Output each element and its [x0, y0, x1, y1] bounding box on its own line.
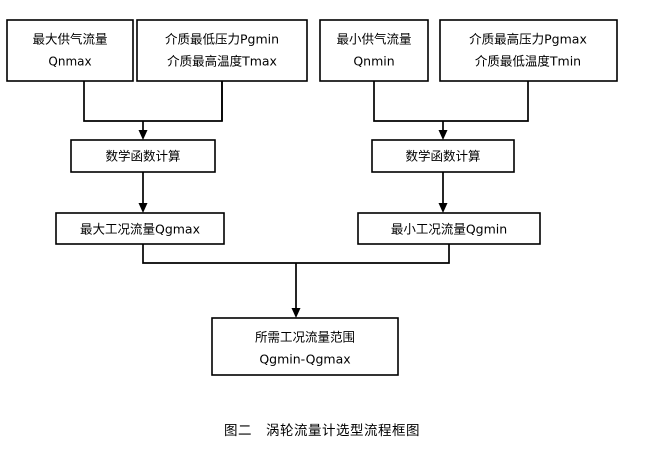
- node-result-min-box: [357, 212, 541, 245]
- node-calc-left[interactable]: 数学函数计算: [70, 139, 216, 173]
- connector-results-merge: [142, 244, 450, 264]
- node-input-min-flow-box: [319, 19, 429, 82]
- figure-caption: 图二 涡轮流量计选型流程框图: [224, 423, 420, 439]
- node-result-max-label: 最大工况流量Qgmax: [80, 222, 200, 237]
- node-input-max-condition[interactable]: 介质最低压力Pgmin 介质最高温度Tmax: [136, 19, 308, 82]
- arrowhead-right-calc: [438, 130, 448, 140]
- node-calc-right[interactable]: 数学函数计算: [371, 139, 515, 173]
- arrowhead-left-result: [138, 203, 148, 213]
- node-result-range-line2: Qgmin-Qgmax: [259, 352, 350, 367]
- node-input-max-flow-line2: Qnmax: [48, 55, 91, 69]
- node-input-min-condition-line1: 介质最高压力Pgmax: [469, 32, 587, 47]
- node-input-max-condition-box: [136, 19, 308, 82]
- arrowhead-right-result: [438, 203, 448, 213]
- connector-right-merge: [373, 81, 529, 122]
- node-input-min-flow-line2: Qnmin: [353, 54, 394, 69]
- node-input-min-flow-line1: 最小供气流量: [336, 32, 411, 47]
- arrowhead-left-calc: [138, 130, 148, 140]
- node-result-range-box: [211, 317, 399, 376]
- node-calc-right-label: 数学函数计算: [405, 149, 480, 164]
- node-result-range-line1: 所需工况流量范围: [255, 330, 355, 345]
- node-calc-left-box: [70, 139, 216, 173]
- node-result-min[interactable]: 最小工况流量Qgmin: [357, 212, 541, 245]
- connector-left-merge: [83, 81, 223, 122]
- node-input-max-flow[interactable]: 最大供气流量 Qnmax: [6, 19, 134, 82]
- node-input-max-flow-box: [6, 19, 134, 82]
- node-input-min-condition-box: [439, 19, 618, 82]
- arrowhead-range: [291, 308, 301, 318]
- node-input-min-flow[interactable]: 最小供气流量 Qnmin: [319, 19, 429, 82]
- node-result-range[interactable]: 所需工况流量范围 Qgmin-Qgmax: [211, 317, 399, 376]
- node-input-max-flow-line1: 最大供气流量: [32, 32, 107, 47]
- node-calc-right-box: [371, 139, 515, 173]
- node-input-max-condition-line1: 介质最低压力Pgmin: [165, 32, 279, 47]
- node-input-min-condition[interactable]: 介质最高压力Pgmax 介质最低温度Tmin: [439, 19, 618, 82]
- node-input-max-condition-line2: 介质最高温度Tmax: [167, 54, 277, 69]
- node-result-min-label: 最小工况流量Qgmin: [391, 222, 507, 237]
- node-result-max-box: [55, 212, 225, 245]
- node-calc-left-label: 数学函数计算: [105, 149, 180, 164]
- node-input-min-condition-line2: 介质最低温度Tmin: [475, 54, 581, 69]
- node-result-max[interactable]: 最大工况流量Qgmax: [55, 212, 225, 245]
